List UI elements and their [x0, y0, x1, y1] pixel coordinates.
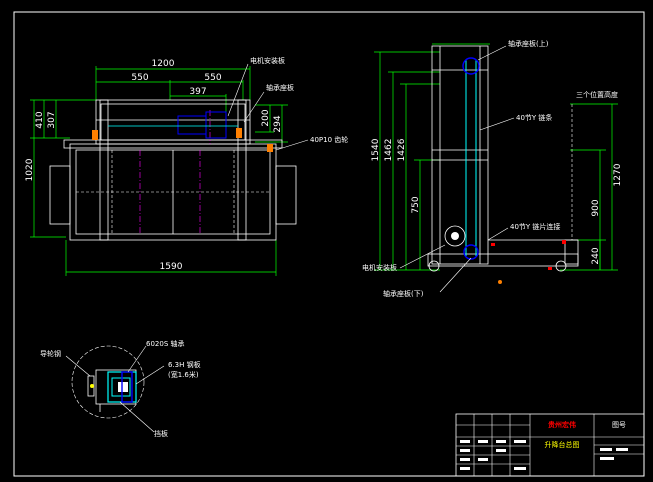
detail-view: 导轮钢 6020S 轴承 6.3H 钢板 (宽1.6米) 挡板 [40, 339, 201, 438]
note-chain-connector: 40节Y 链片连接 [510, 222, 560, 231]
title-sheet-label: 图号 [612, 421, 626, 429]
dim-height-294: 294 [273, 115, 283, 132]
title-block: 贵州宏伟 升降台总图 图号 [455, 413, 645, 477]
front-view: 1200 550 550 397 410 307 1020 200 294 15… [25, 56, 348, 276]
note-steel-plate-sub: (宽1.6米) [168, 370, 199, 379]
dim-height-200: 200 [261, 109, 271, 126]
note-three-position-heights: 三个位置高度 [576, 90, 618, 99]
dim-h-1540: 1540 [371, 138, 381, 161]
dim-overall-width: 1200 [152, 59, 175, 69]
note-sprocket: 40P10 齿轮 [310, 135, 348, 144]
note-motor-mount-plate: 电机安装板 [250, 56, 285, 65]
side-view: 1540 1462 1426 750 1270 900 240 轴承座板(上) … [362, 39, 623, 298]
note-chain: 40节Y 链条 [516, 113, 552, 122]
dim-right-span: 550 [204, 73, 221, 83]
note-bearing: 6020S 轴承 [146, 339, 184, 348]
note-bearing-seat-plate: 轴承座板 [266, 83, 294, 92]
dim-h-900: 900 [591, 199, 601, 216]
dim-h-1462: 1462 [384, 139, 394, 162]
dim-height-1020: 1020 [25, 158, 35, 181]
title-company: 贵州宏伟 [548, 420, 576, 429]
note-bearing-seat-upper: 轴承座板(上) [508, 39, 549, 48]
dim-left-span: 550 [131, 73, 148, 83]
title-drawing-name: 升降台总图 [545, 440, 580, 449]
dim-motor-span: 397 [189, 87, 206, 97]
dim-height-410: 410 [35, 111, 45, 128]
note-bearing-seat-lower: 轴承座板(下) [383, 289, 424, 298]
dim-h-240: 240 [591, 247, 601, 264]
dim-h-750: 750 [411, 196, 421, 213]
note-steel-plate: 6.3H 钢板 [168, 360, 201, 369]
note-guide-wheel-plate: 导轮钢 [40, 349, 61, 358]
dim-base-width: 1590 [160, 262, 183, 272]
note-motor-mount-plate-side: 电机安装板 [362, 263, 397, 272]
drawing-border [13, 11, 645, 477]
note-bracket: 挡板 [154, 429, 168, 438]
dim-height-307: 307 [47, 111, 57, 128]
dim-h-1426: 1426 [397, 138, 407, 161]
dim-h-1270: 1270 [613, 163, 623, 186]
